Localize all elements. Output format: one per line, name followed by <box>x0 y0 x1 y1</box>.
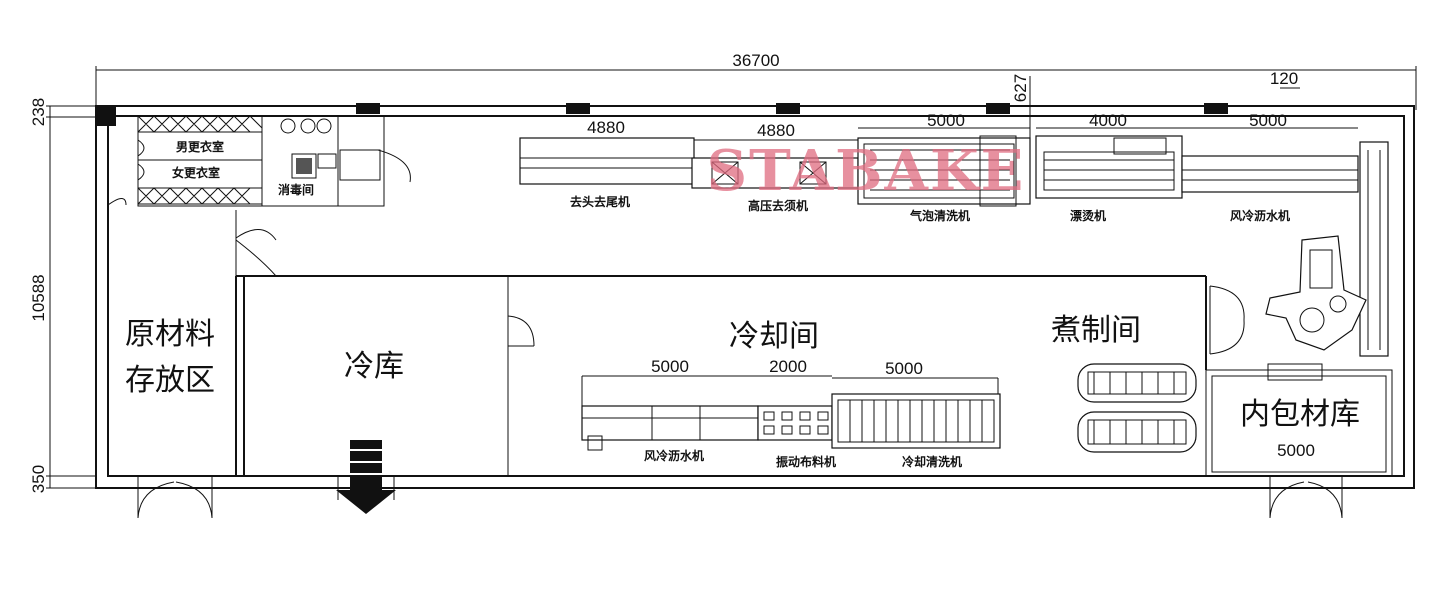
dim-bubble: 5000 <box>927 111 965 130</box>
cooling-washer-machine: 冷却清洗机 <box>831 393 1001 469</box>
disinfection-label: 消毒间 <box>278 182 314 197</box>
bubble-washer-machine: 气泡清洗机 <box>857 135 1031 223</box>
corridor-door-left <box>235 210 277 277</box>
cooking-kettles <box>1077 363 1197 453</box>
overall-depth-dimension: 238 10588 350 <box>29 98 96 493</box>
hp-beard-remover-label: 高压去须机 <box>748 198 808 213</box>
room-labels: 原材料 存放区 冷库 冷却间 煮制间 内包材库 5000 <box>125 313 1360 460</box>
hp-beard-remover-machine: 高压去须机 <box>691 157 859 213</box>
air-dryer-top-label: 风冷沥水机 <box>1230 208 1290 223</box>
dim-air-dryer-bottom: 5000 <box>651 357 689 376</box>
cooling-room-label: 冷却间 <box>729 319 819 354</box>
dim-head-tail: 4880 <box>587 118 625 137</box>
packing-store-width-label: 5000 <box>1277 441 1315 460</box>
raw-material-label-2: 存放区 <box>125 363 215 398</box>
blancher-machine: 漂烫机 <box>1035 135 1183 223</box>
vibrating-distributor-machine: 振动布料机 <box>757 405 836 469</box>
right-conveyor-and-packer <box>1265 141 1389 357</box>
head-tail-remover-label: 去头去尾机 <box>570 194 630 209</box>
cooking-room-door <box>1209 285 1245 355</box>
top-line-dimensions: 4880 4880 5000 4000 5000 <box>520 111 1358 141</box>
overall-depth-label: 10588 <box>29 274 48 321</box>
cold-store-entry-arrow <box>336 440 396 514</box>
exterior-door-left <box>137 476 213 519</box>
gap-627-dimension: 627 <box>1011 74 1031 140</box>
gap-627-label: 627 <box>1011 74 1030 102</box>
watermark: STABAKE <box>707 138 1026 204</box>
outer-walls <box>95 105 1415 489</box>
cold-store-label: 冷库 <box>344 349 404 384</box>
dim-beard: 4880 <box>757 121 795 140</box>
female-locker-label: 女更衣室 <box>172 165 220 180</box>
bottom-line-dimensions: 5000 2000 5000 <box>581 357 999 406</box>
overall-width-dimension: 36700 <box>95 51 1417 110</box>
top-wall-label: 238 <box>29 98 48 126</box>
vibrating-distributor-label: 振动布料机 <box>776 454 836 469</box>
inner-partitions <box>235 275 1393 477</box>
air-dryer-top-machine: 风冷沥水机 <box>1181 155 1359 223</box>
cooling-room-door <box>507 315 535 347</box>
air-dryer-bottom-machine: 风冷沥水机 <box>581 405 759 463</box>
exterior-door-right <box>1269 476 1343 519</box>
columns <box>96 103 1228 126</box>
right-offset-dimension: 120 <box>1270 69 1300 89</box>
overall-width-label: 36700 <box>732 51 779 70</box>
blancher-label: 漂烫机 <box>1070 208 1106 223</box>
raw-material-label-1: 原材料 <box>125 317 215 352</box>
locker-block: 男更衣室 女更衣室 <box>107 115 263 207</box>
air-dryer-bottom-label: 风冷沥水机 <box>644 448 704 463</box>
disinfection-room: 消毒间 <box>261 115 411 207</box>
cooling-washer-label: 冷却清洗机 <box>902 454 962 469</box>
right-offset-label: 120 <box>1270 69 1298 88</box>
cooking-room-label: 煮制间 <box>1051 313 1141 348</box>
head-tail-remover-machine: 去头去尾机 <box>519 137 695 209</box>
dim-air-dryer-top: 5000 <box>1249 111 1287 130</box>
bubble-washer-label: 气泡清洗机 <box>909 208 970 223</box>
packing-store-label: 内包材库 <box>1240 397 1360 432</box>
bottom-wall-label: 350 <box>29 465 48 493</box>
dim-vibrating: 2000 <box>769 357 807 376</box>
dim-blancher: 4000 <box>1089 111 1127 130</box>
dim-cooling-washer: 5000 <box>885 359 923 378</box>
male-locker-label: 男更衣室 <box>176 139 224 154</box>
